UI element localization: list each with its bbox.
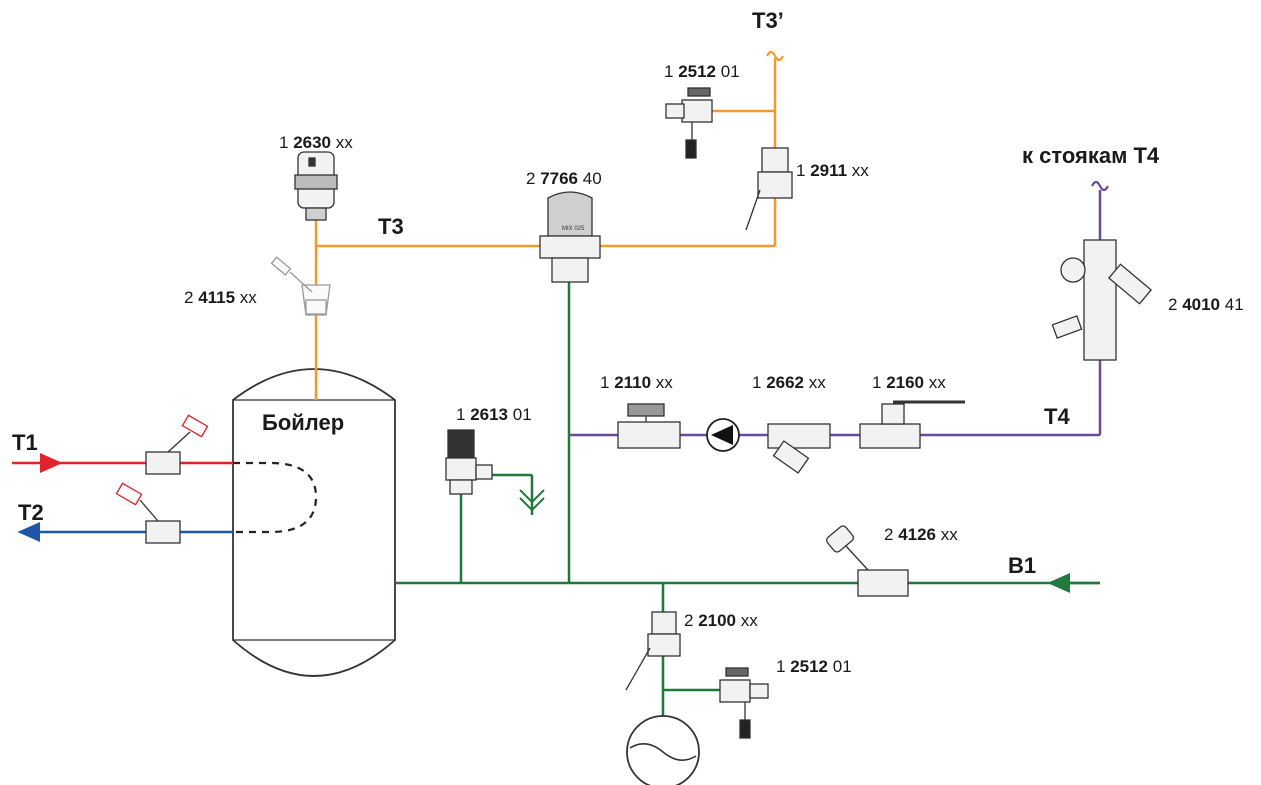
- label-2911: 1 2911 xx: [796, 161, 869, 180]
- drain-funnel-icon: [519, 489, 545, 512]
- drain-ball-valve-icon: [665, 87, 713, 159]
- label-4126: 2 4126 xx: [884, 525, 958, 544]
- t3-prime-label: T3’: [752, 8, 784, 33]
- boiler-tank: [232, 368, 396, 677]
- drain-ball-valve-icon: [719, 667, 769, 739]
- label-2512-bottom: 1 2512 01: [776, 657, 852, 676]
- heat-exchanger-coil: [233, 461, 318, 534]
- label-4010: 2 4010 41: [1168, 295, 1244, 314]
- t4-circulation-lines: [569, 190, 1102, 437]
- t2-label: T2: [18, 500, 44, 525]
- t2-balancing-valve-icon: [115, 482, 181, 544]
- boiler-label: Бойлер: [262, 410, 344, 435]
- label-7766: 2 7766 40: [526, 169, 602, 188]
- label-2100: 2 2100 xx: [684, 611, 758, 630]
- t1-label: T1: [12, 430, 38, 455]
- t3-label: T3: [378, 214, 404, 239]
- thermostatic-mixing-valve-icon: MIX 025: [539, 191, 601, 283]
- angle-valve-icon: [270, 256, 331, 316]
- ball-valve-icon: [745, 147, 793, 231]
- y-strainer-icon: [767, 423, 831, 474]
- b1-label: B1: [1008, 553, 1036, 578]
- t3-prime-break-symbol: [766, 50, 784, 62]
- label-4115: 2 4115 xx: [184, 288, 257, 307]
- label-2110: 1 2110 xx: [600, 373, 673, 392]
- air-vent-icon: [294, 151, 338, 221]
- b1-cold-water-lines: [395, 282, 1100, 718]
- safety-group-icon: [1051, 239, 1153, 361]
- ball-valve-icon: [625, 611, 681, 691]
- label-2512-top: 1 2512 01: [664, 62, 740, 81]
- label-2160: 1 2160 xx: [872, 373, 946, 392]
- lever-ball-valve-icon: [859, 400, 965, 449]
- t1-balancing-valve-icon: [145, 414, 209, 475]
- to-risers-label: к стоякам T4: [1022, 143, 1160, 168]
- t4-label: T4: [1044, 404, 1070, 429]
- check-valve-icon: [826, 525, 909, 597]
- safety-valve-icon: [445, 429, 493, 495]
- risers-break-symbol: [1091, 180, 1109, 192]
- svg-text:MIX 025: MIX 025: [562, 226, 585, 232]
- butterfly-ball-valve-icon: [617, 403, 681, 449]
- label-2613: 1 2613 01: [456, 405, 532, 424]
- circulation-pump-icon: [706, 418, 740, 452]
- label-2662: 1 2662 xx: [752, 373, 826, 392]
- expansion-vessel-icon: [626, 715, 700, 785]
- label-2630: 1 2630 xx: [279, 133, 353, 152]
